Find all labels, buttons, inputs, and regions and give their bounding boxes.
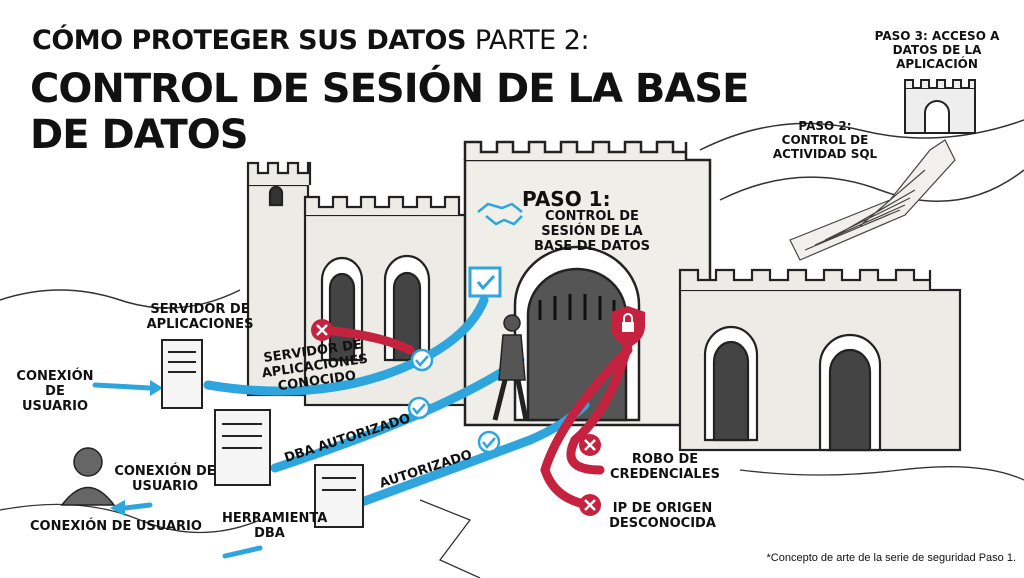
step2-text: PASO 2: CONTROL DE ACTIVIDAD SQL: [772, 119, 878, 161]
app-server-label: SERVIDOR DE APLICACIONES: [146, 302, 254, 332]
right-wall: [678, 268, 962, 452]
page-subtitle: CÓMO PROTEGER SUS DATOS PARTE 2:: [32, 25, 590, 56]
distant-castle-icon: [904, 79, 976, 134]
subtitle-part: PARTE 2:: [474, 25, 590, 56]
handshake-icon: [477, 202, 523, 226]
ground-cracks: [0, 466, 1024, 578]
denied-paths: [317, 325, 633, 510]
central-gate-tower: [463, 140, 712, 427]
x-markers: [311, 319, 601, 516]
app-server-icon: [161, 339, 203, 409]
user-connection-left-label: CONEXIÓN DE USUARIO: [16, 369, 94, 414]
stairs-path: [789, 139, 956, 261]
check-badge-icon: [468, 266, 502, 298]
user-connection-mid-label: CONEXIÓN DE USUARIO: [114, 464, 216, 494]
dba-server-icon: [214, 409, 271, 486]
step1-title: PASO 1:: [522, 187, 611, 211]
arrowheads-blue: [110, 380, 163, 516]
subtitle-bold: CÓMO PROTEGER SUS DATOS: [32, 25, 466, 56]
walking-person: [492, 314, 529, 421]
user-connection-bottom-label: CONEXIÓN DE USUARIO: [30, 519, 202, 534]
step1-text: CONTROL DE SESIÓN DE LA BASE DE DATOS: [533, 209, 651, 254]
footnote: *Concepto de arte de la serie de segurid…: [766, 552, 1017, 564]
user-avatar-icon: [60, 447, 116, 506]
authorized-server-icon: [314, 464, 364, 528]
lock-shield-icon: [611, 306, 645, 348]
page-title: CONTROL DE SESIÓN DE LA BASE DE DATOS: [30, 66, 749, 158]
left-wall: [303, 195, 472, 407]
check-markers: [407, 348, 501, 454]
credential-theft-label: ROBO DE CREDENCIALES: [610, 452, 720, 482]
unknown-ip-label: IP DE ORIGEN DESCONOCIDA: [609, 501, 716, 531]
dba-tool-label: HERRAMIENTA DBA: [222, 511, 328, 541]
step3-text: PASO 3: ACCESO A DATOS DE LA APLICACIÓN: [874, 29, 1000, 71]
